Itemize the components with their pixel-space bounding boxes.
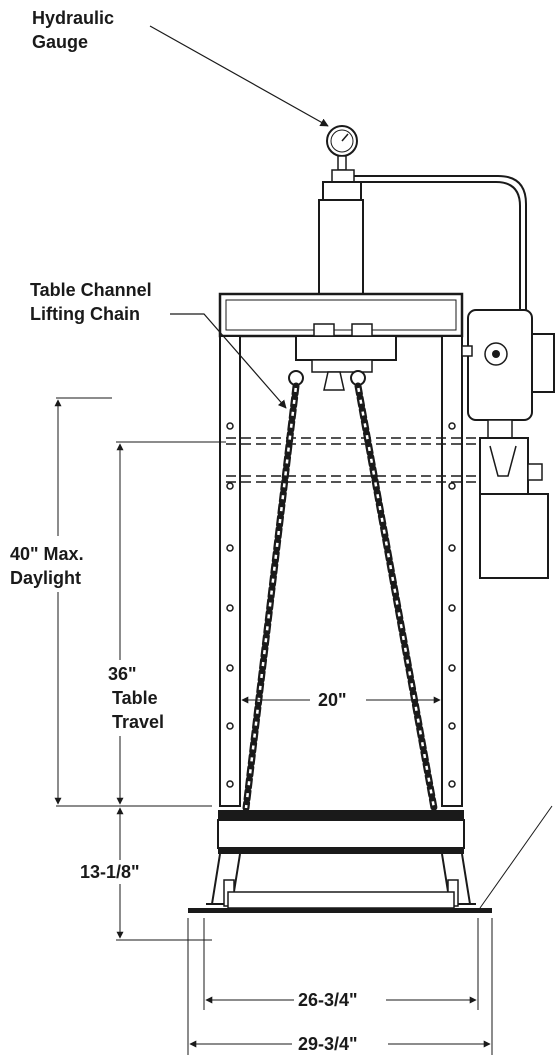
table-travel-label: 36" Table Travel	[108, 664, 164, 732]
svg-text:Gauge: Gauge	[32, 32, 88, 52]
gauge-leader	[149, 25, 329, 127]
table-channel	[217, 810, 465, 854]
svg-text:Travel: Travel	[112, 712, 164, 732]
outer-width-label: 29-3/4"	[298, 1034, 358, 1054]
svg-text:Hydraulic: Hydraulic	[32, 8, 114, 28]
pump-motor-unit	[461, 309, 555, 579]
chain-leader	[170, 313, 287, 409]
inner-width-label: 26-3/4"	[298, 990, 358, 1010]
svg-text:Daylight: Daylight	[10, 568, 81, 588]
svg-text:Lifting Chain: Lifting Chain	[30, 304, 140, 324]
chain-spacing-label: 20"	[318, 690, 347, 710]
hydraulic-gauge-icon	[326, 125, 358, 183]
base-callout-leader	[479, 805, 553, 909]
press-frame	[218, 292, 464, 807]
hydraulic-cylinder	[318, 181, 364, 295]
hydraulic-gauge-label: Hydraulic Gauge	[32, 8, 114, 52]
lower-height-label: 13-1/8"	[80, 862, 140, 882]
press-base	[188, 853, 492, 913]
lifting-chain-label: Table Channel Lifting Chain	[30, 280, 152, 324]
svg-text:Table Channel: Table Channel	[30, 280, 152, 300]
svg-text:Table: Table	[112, 688, 158, 708]
svg-text:40" Max.: 40" Max.	[10, 544, 84, 564]
lifting-chains	[242, 382, 438, 812]
svg-text:36": 36"	[108, 664, 137, 684]
table-positions-dashed	[226, 437, 476, 483]
ram-head	[288, 323, 397, 391]
hydraulic-hose	[354, 175, 527, 318]
max-daylight-label: 40" Max. Daylight	[10, 544, 84, 588]
